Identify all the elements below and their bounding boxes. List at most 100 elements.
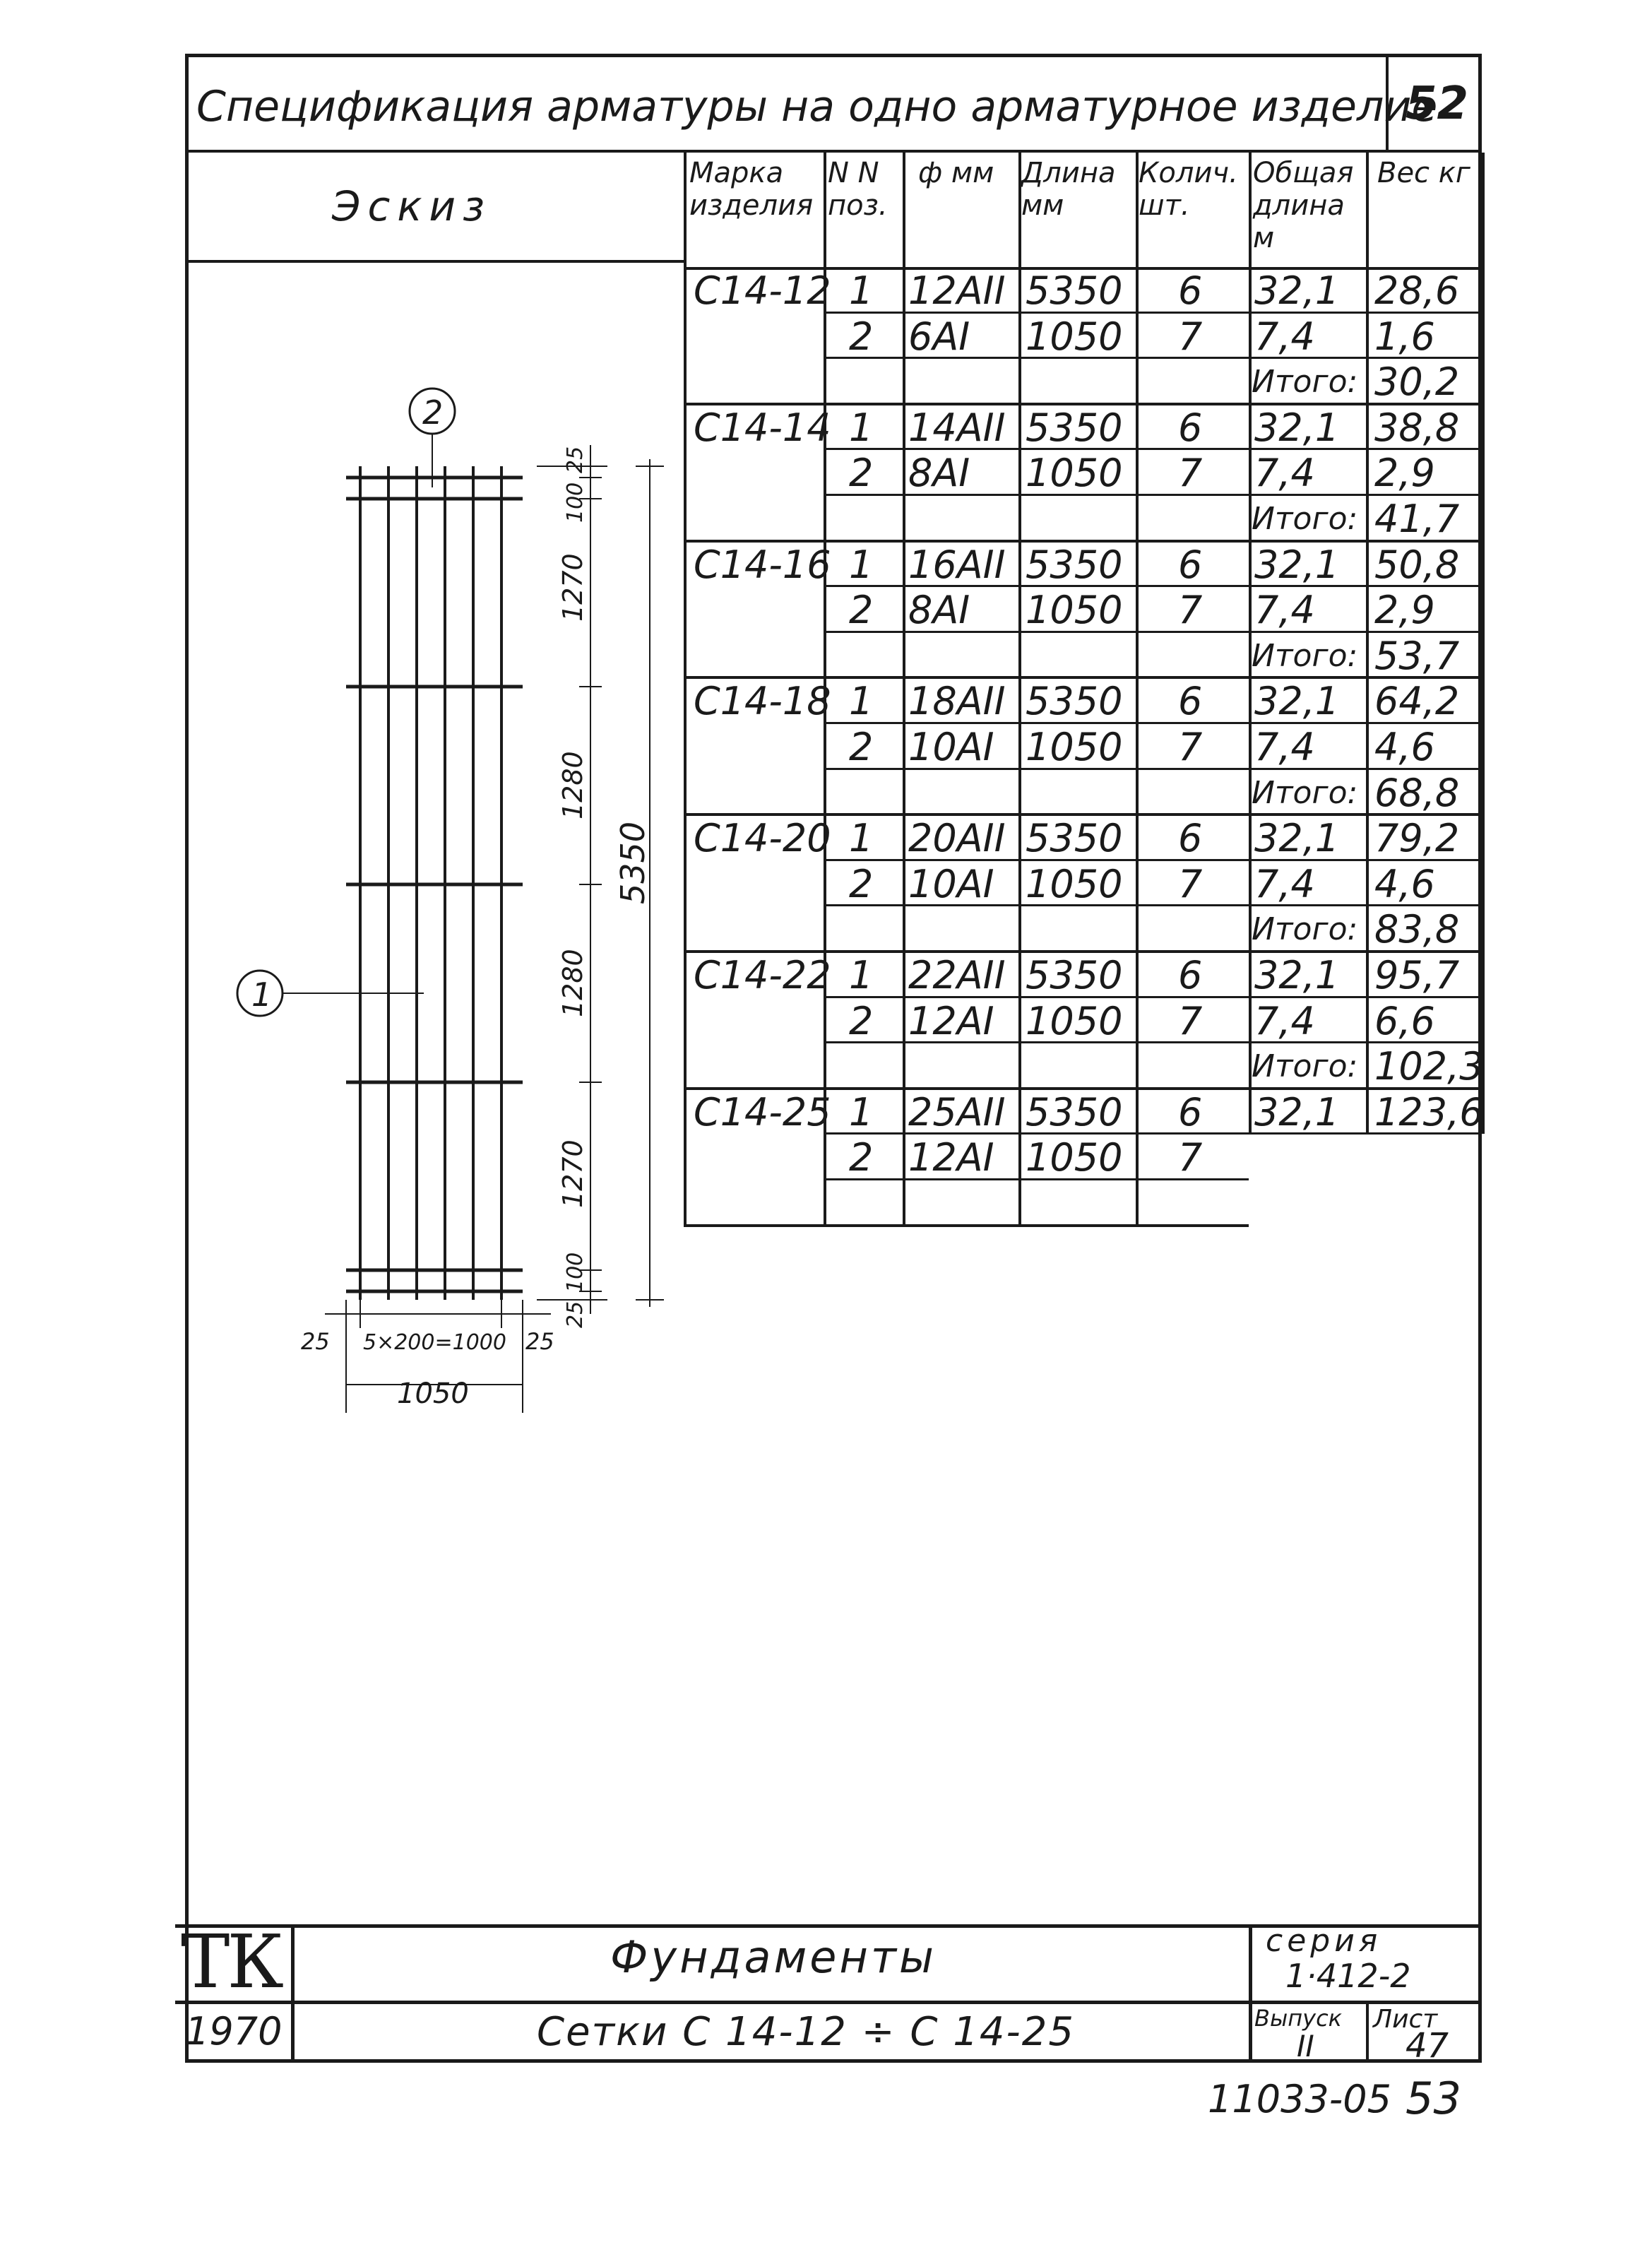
- table-cell: 14АII: [908, 405, 1006, 450]
- table-cell: 6: [1178, 405, 1203, 450]
- table-cell: 32,1: [1254, 405, 1340, 450]
- table-cell: С14-12: [694, 268, 831, 313]
- table-rule: [684, 402, 1482, 405]
- table-cell: Итого:: [1252, 774, 1358, 811]
- table-cell: 123,6: [1374, 1089, 1484, 1135]
- table-cell: 6: [1178, 816, 1203, 861]
- dim-1280-lower: 1280: [557, 949, 588, 1017]
- table-cell: 8АI: [908, 588, 970, 633]
- table-cell: 22АII: [908, 953, 1006, 997]
- table-cell: 7: [1178, 998, 1203, 1043]
- table-cell: С14-22: [694, 953, 831, 997]
- series-value: 1·412-2: [1285, 1957, 1411, 1995]
- table-rule: [684, 676, 1482, 680]
- table-cell: 2: [849, 998, 874, 1043]
- table-column-rule: [1018, 153, 1021, 1226]
- table-rule: [684, 1086, 1482, 1090]
- table-rule: [824, 585, 1482, 588]
- table-rule: [824, 1132, 1482, 1135]
- table-cell: 1: [849, 268, 874, 313]
- table-cell: 7,4: [1254, 861, 1315, 906]
- table-cell: Итого:: [1252, 501, 1358, 537]
- table-cell: 8АI: [908, 451, 970, 496]
- dim-100-bottom: 100: [563, 1252, 588, 1293]
- year: 1970: [185, 2009, 283, 2054]
- table-cell: 2: [849, 314, 874, 359]
- table-cell: 7,4: [1254, 725, 1315, 769]
- titleblock-right-divider: [1249, 1924, 1252, 2063]
- table-rule: [824, 1178, 1249, 1180]
- table-cell: 12АI: [908, 1135, 994, 1180]
- drawing-name: Фундаменты: [610, 1931, 937, 1983]
- table-cell: 30,2: [1374, 360, 1460, 405]
- table-rule: [824, 630, 1482, 633]
- table-cell: 1050: [1026, 314, 1123, 359]
- table-header: Вес кг: [1377, 157, 1470, 189]
- table-cell: Итого:: [1252, 1048, 1358, 1085]
- table-cell: С14-18: [694, 679, 831, 724]
- dim-1270-top: 1270: [557, 553, 588, 622]
- table-rule: [824, 722, 1482, 724]
- table-cell: 1: [849, 542, 874, 587]
- table-cell: 32,1: [1254, 816, 1340, 861]
- dim-100-top: 100: [563, 482, 588, 523]
- dim-25-left: 25: [301, 1328, 330, 1355]
- table-cell: 6: [1178, 542, 1203, 587]
- table-cell: 10АI: [908, 861, 994, 906]
- table-cell: 12АII: [908, 268, 1006, 313]
- table-cell: 7,4: [1254, 314, 1315, 359]
- table-column-rule: [684, 153, 687, 1226]
- table-cell: 2: [849, 588, 874, 633]
- titleblock-sheet-divider: [1366, 2003, 1369, 2063]
- table-rule: [824, 767, 1482, 770]
- table-column-rule: [903, 153, 905, 1226]
- dim-25-right: 25: [525, 1328, 554, 1355]
- table-cell: 1050: [1026, 1135, 1123, 1180]
- table-cell: 7,4: [1254, 588, 1315, 633]
- table-cell: 1: [849, 953, 874, 997]
- table-cell: 7,4: [1254, 998, 1315, 1043]
- table-cell: 7: [1178, 861, 1203, 906]
- table-cell: 4,6: [1374, 725, 1435, 769]
- table-cell: 20АII: [908, 816, 1006, 861]
- sheet-number-top: 52: [1406, 78, 1469, 130]
- table-cell: 1: [849, 816, 874, 861]
- table-cell: 32,1: [1254, 268, 1340, 313]
- table-cell: 7: [1178, 725, 1203, 769]
- table-cell: 16АII: [908, 542, 1006, 587]
- titleblock-logo-divider: [291, 1924, 295, 2063]
- table-rule: [824, 311, 1482, 314]
- table-header: Длина мм: [1021, 157, 1116, 222]
- table-cell: 10АI: [908, 725, 994, 769]
- table-cell: 5350: [1026, 679, 1123, 724]
- table-cell: 32,1: [1254, 542, 1340, 587]
- titleblock-mid-rule: [175, 2001, 1482, 2004]
- table-cell: 1: [849, 679, 874, 724]
- table-cell: 7: [1178, 588, 1203, 633]
- table-cell: 6: [1178, 1089, 1203, 1135]
- table-header: ф мм: [918, 157, 994, 189]
- table-cell: 6: [1178, 953, 1203, 997]
- table-cell: 25АII: [908, 1089, 1006, 1135]
- table-cell: 5350: [1026, 816, 1123, 861]
- table-cell: 5350: [1026, 542, 1123, 587]
- table-cell: 2: [849, 725, 874, 769]
- table-column-rule: [1136, 153, 1139, 1226]
- table-cell: 1050: [1026, 861, 1123, 906]
- dim-1280-upper: 1280: [557, 751, 588, 819]
- table-cell: 5350: [1026, 953, 1123, 997]
- title-divider: [1386, 54, 1389, 153]
- table-cell: 1050: [1026, 451, 1123, 496]
- table-cell: 4,6: [1374, 861, 1435, 906]
- table-cell: 6: [1178, 268, 1203, 313]
- table-cell: 2,9: [1374, 588, 1435, 633]
- table-rule: [684, 267, 1482, 270]
- table-cell: 32,1: [1254, 953, 1340, 997]
- issue-value: II: [1297, 2029, 1314, 2063]
- table-cell: 7: [1178, 451, 1203, 496]
- table-cell: 5350: [1026, 268, 1123, 313]
- dim-25-top: 25: [563, 446, 588, 473]
- page-number: 53: [1406, 2073, 1461, 2124]
- table-rule: [824, 448, 1482, 451]
- table-cell: 1: [849, 1089, 874, 1135]
